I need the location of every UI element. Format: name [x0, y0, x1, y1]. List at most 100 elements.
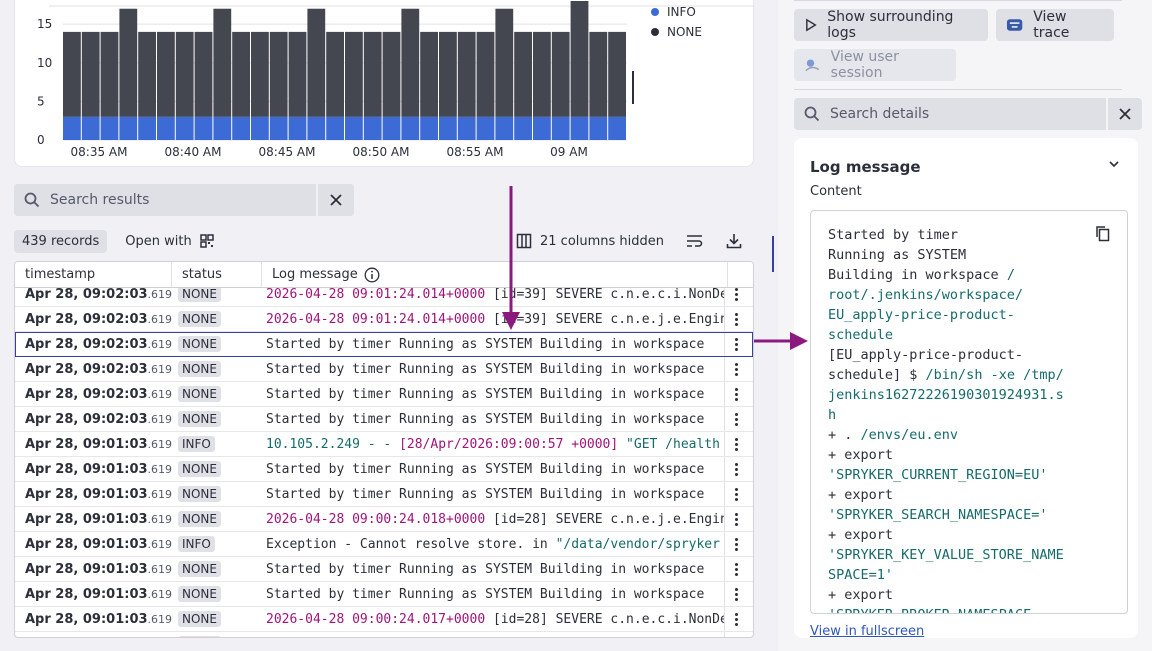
wrap-lines-icon[interactable]	[686, 233, 704, 249]
columns-hidden-button[interactable]: 21 columns hidden	[516, 233, 664, 249]
bar-none[interactable]	[401, 8, 420, 117]
bar-info[interactable]	[457, 116, 476, 140]
view-user-session-button[interactable]: View user session	[794, 49, 956, 81]
bar-info[interactable]	[495, 116, 514, 140]
bar-info[interactable]	[138, 116, 156, 140]
row-menu-button[interactable]	[724, 307, 748, 331]
bar-none[interactable]	[439, 31, 457, 117]
bar-none[interactable]	[533, 31, 551, 117]
download-icon[interactable]	[726, 233, 742, 249]
bar-none[interactable]	[345, 31, 363, 117]
bar-info[interactable]	[63, 116, 81, 140]
show-surrounding-logs-button[interactable]: Show surrounding logs	[794, 9, 988, 41]
row-menu-button[interactable]	[724, 632, 748, 637]
bar-none[interactable]	[514, 31, 532, 117]
row-menu-button[interactable]	[724, 382, 748, 406]
row-menu-button[interactable]	[724, 407, 748, 431]
bar-info[interactable]	[382, 116, 401, 140]
bar-none[interactable]	[100, 31, 119, 117]
bar-info[interactable]	[100, 116, 119, 140]
bar-none[interactable]	[326, 31, 344, 117]
bar-none[interactable]	[570, 1, 589, 117]
row-menu-button[interactable]	[724, 288, 748, 306]
bar-none[interactable]	[194, 31, 213, 117]
bar-none[interactable]	[63, 31, 81, 117]
bar-none[interactable]	[551, 31, 570, 117]
row-menu-button[interactable]	[724, 357, 748, 381]
bar-info[interactable]	[251, 116, 269, 140]
bar-info[interactable]	[420, 116, 438, 140]
bar-info[interactable]	[570, 116, 589, 140]
bar-none[interactable]	[251, 31, 269, 117]
row-menu-button[interactable]	[724, 332, 748, 356]
column-header-timestamp[interactable]: timestamp	[15, 262, 172, 287]
bar-info[interactable]	[269, 116, 288, 140]
bar-none[interactable]	[608, 31, 626, 117]
bar-info[interactable]	[533, 116, 551, 140]
bar-info[interactable]	[551, 116, 570, 140]
row-menu-button[interactable]	[724, 582, 748, 606]
details-search-clear-button[interactable]	[1108, 98, 1142, 130]
bar-info[interactable]	[401, 116, 420, 140]
results-search-input[interactable]: Search results	[14, 184, 316, 216]
bar-info[interactable]	[157, 116, 175, 140]
bar-none[interactable]	[175, 31, 194, 117]
row-menu-button[interactable]	[724, 532, 748, 556]
results-search-clear-button[interactable]	[318, 184, 354, 216]
bar-none[interactable]	[476, 31, 495, 117]
view-trace-button[interactable]: View trace	[996, 9, 1114, 41]
bar-none[interactable]	[420, 31, 438, 117]
bar-none[interactable]	[119, 8, 138, 117]
bar-info[interactable]	[363, 116, 382, 140]
view-fullscreen-link[interactable]: View in fullscreen	[810, 624, 925, 639]
bar-info[interactable]	[326, 116, 344, 140]
bar-info[interactable]	[345, 116, 363, 140]
bar-info[interactable]	[608, 116, 626, 140]
bar-none[interactable]	[589, 31, 608, 117]
bar-none[interactable]	[232, 31, 250, 117]
bar-info[interactable]	[307, 116, 326, 140]
bar-info[interactable]	[175, 116, 194, 140]
bar-none[interactable]	[81, 31, 100, 117]
details-search-input[interactable]: Search details	[794, 98, 1106, 130]
panel-resize-handle[interactable]	[772, 236, 774, 272]
row-menu-button[interactable]	[724, 507, 748, 531]
bar-none[interactable]	[382, 31, 401, 117]
row-menu-button[interactable]	[724, 607, 748, 631]
column-header-status[interactable]: status	[172, 262, 262, 287]
bar-info[interactable]	[213, 116, 232, 140]
bar-none[interactable]	[157, 31, 175, 117]
copy-icon[interactable]	[1095, 225, 1111, 243]
bar-none[interactable]	[363, 31, 382, 117]
row-menu-button[interactable]	[724, 457, 748, 481]
bar-none[interactable]	[307, 8, 326, 117]
open-with-button[interactable]: Open with	[125, 234, 214, 249]
bar-info[interactable]	[119, 116, 138, 140]
bar-info[interactable]	[589, 116, 608, 140]
chevron-down-icon[interactable]	[1108, 158, 1120, 170]
row-menu-button[interactable]	[724, 557, 748, 581]
info-icon[interactable]	[364, 267, 380, 283]
bar-info[interactable]	[81, 116, 100, 140]
bar-none[interactable]	[457, 31, 476, 117]
row-menu-button[interactable]	[724, 482, 748, 506]
bar-none[interactable]	[495, 8, 514, 117]
column-header-log-message[interactable]: Log message	[262, 262, 728, 287]
bar-info[interactable]	[194, 116, 213, 140]
bar-none[interactable]	[288, 31, 307, 117]
bar-info[interactable]	[288, 116, 307, 140]
legend-item-none[interactable]: NONE	[651, 25, 702, 39]
